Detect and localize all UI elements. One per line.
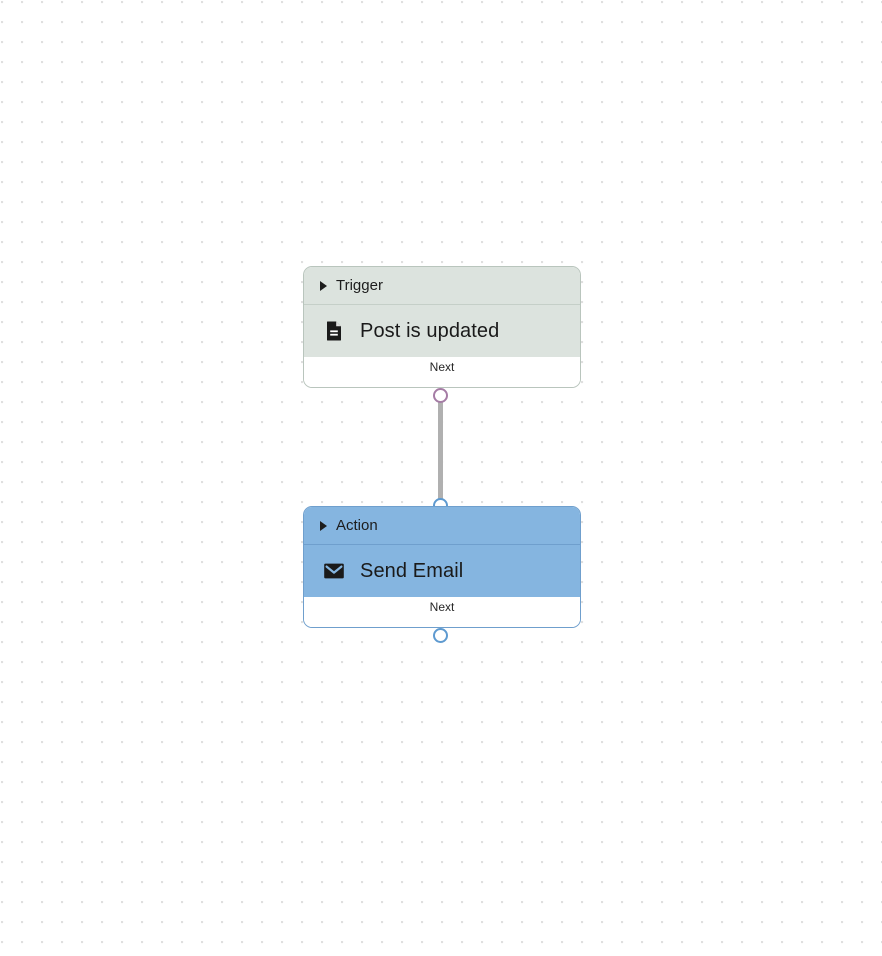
node-footer-trigger[interactable]: Next — [304, 357, 580, 387]
node-title-action: Send Email — [360, 559, 464, 582]
node-title-trigger: Post is updated — [360, 319, 500, 342]
document-icon — [322, 319, 346, 343]
workflow-node-trigger[interactable]: Trigger Post is updated Next — [303, 266, 581, 388]
node-header-action[interactable]: Action — [304, 507, 580, 545]
node-footer-label-action: Next — [429, 600, 455, 614]
connector-edge-trigger-to-action[interactable] — [438, 394, 443, 508]
node-footer-action[interactable]: Next — [304, 597, 580, 627]
output-port-trigger[interactable] — [433, 388, 448, 403]
workflow-node-action[interactable]: Action Send Email Next — [303, 506, 581, 628]
envelope-icon — [322, 559, 346, 583]
node-body-trigger[interactable]: Post is updated — [304, 305, 580, 357]
node-body-action[interactable]: Send Email — [304, 545, 580, 597]
node-header-label-trigger: Trigger — [336, 277, 383, 294]
node-header-trigger[interactable]: Trigger — [304, 267, 580, 305]
disclosure-triangle-icon[interactable] — [320, 280, 327, 291]
node-header-label-action: Action — [336, 517, 378, 534]
node-footer-label-trigger: Next — [429, 360, 455, 374]
disclosure-triangle-icon[interactable] — [320, 520, 327, 531]
output-port-action[interactable] — [433, 628, 448, 643]
